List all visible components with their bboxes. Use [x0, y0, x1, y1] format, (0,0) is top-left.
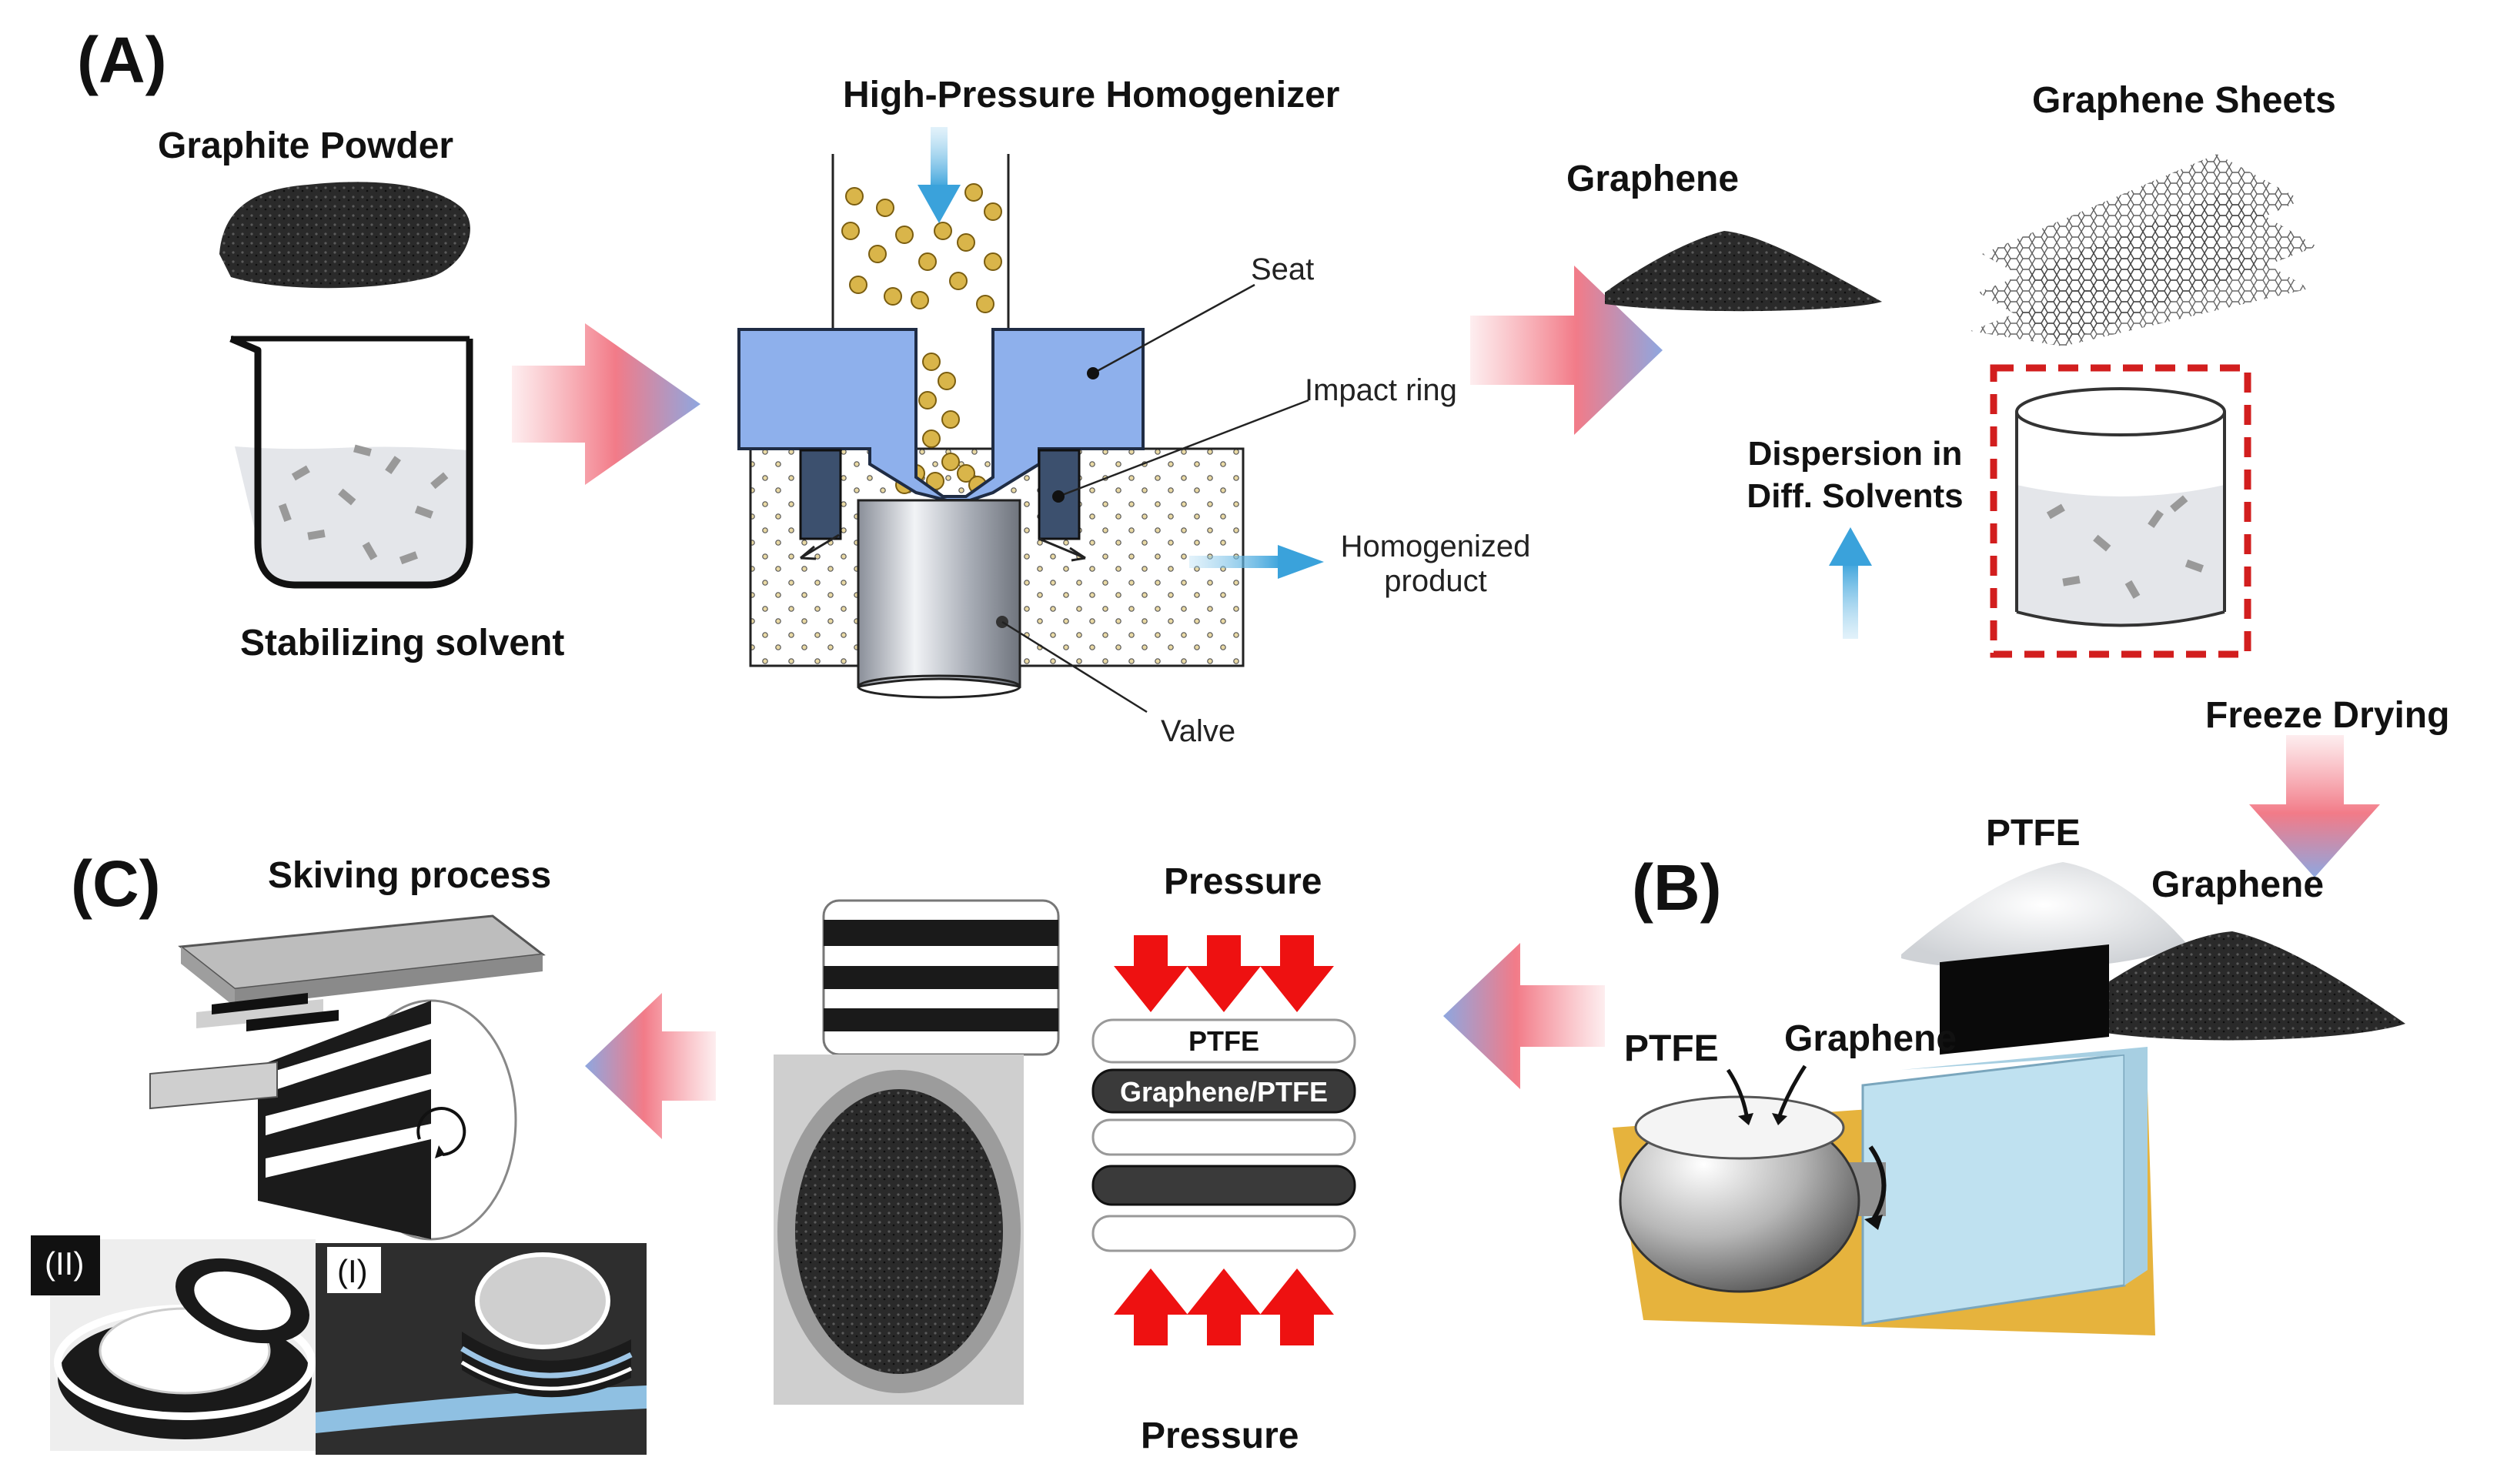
impact-ring-left [799, 449, 842, 540]
graphene-label: Graphene [1566, 159, 1740, 199]
bead [984, 252, 1002, 271]
seat-label: Seat [1251, 252, 1315, 286]
bead [911, 291, 929, 309]
bead [884, 287, 902, 306]
freeze-drying-label: Freeze Drying [2205, 695, 2450, 736]
pressure-arrow-down [1187, 935, 1261, 1012]
graphite-powder-pile [219, 182, 470, 289]
bead [868, 245, 887, 263]
homogenized-product-label-line1: Homogenized [1340, 530, 1531, 563]
pressure-bottom-label: Pressure [1141, 1415, 1299, 1456]
bead [922, 429, 941, 448]
skiving-process-label: Skiving process [268, 855, 552, 896]
impact-ring-label: Impact ring [1305, 373, 1457, 407]
stabilizing-solvent-label: Stabilizing solvent [240, 623, 565, 663]
arrow-to-pressing [1443, 943, 1605, 1089]
bead [957, 233, 975, 252]
arrow-freeze-drying [2249, 735, 2380, 877]
bead [922, 353, 941, 371]
bead [841, 222, 860, 240]
graphene-sheets-stack [1971, 154, 2317, 346]
arrow-to-graphene [1470, 266, 1663, 435]
bead [957, 464, 975, 483]
mold-photo [774, 1055, 1024, 1405]
pressure-stack [1091, 935, 1356, 1345]
photo-ii [31, 1235, 316, 1451]
layer-graphene-ptfe-label: Graphene/PTFE [1119, 1076, 1329, 1108]
graphene-powder-label: Graphene [2151, 864, 2325, 905]
homogenized-product-label-line2: product [1384, 564, 1487, 598]
pressure-arrow-down [1114, 935, 1188, 1012]
graphite-powder-label: Graphite Powder [158, 125, 454, 166]
mill-graphene-label: Graphene [1784, 1018, 1957, 1059]
panel-label-a: (A) [77, 24, 167, 96]
bead [941, 410, 960, 429]
stacked-discs-small [822, 899, 1060, 1056]
bead [895, 226, 914, 244]
bead [934, 222, 952, 240]
graphene-powder-pile [2063, 931, 2405, 1041]
graphene-sheets-label: Graphene Sheets [2032, 80, 2336, 121]
homogenizer-title: High-Pressure Homogenizer [843, 75, 1340, 115]
arrow-to-homogenizer [512, 323, 700, 485]
pressure-arrow-up [1260, 1268, 1334, 1345]
ptfe-powder-pile [1901, 862, 2186, 970]
photo-i-label: (I) [337, 1253, 368, 1289]
dispersion-label-line1: Dispersion in [1747, 435, 1963, 473]
ptfe-powder-label: PTFE [1986, 813, 2081, 854]
panel-label-b: (B) [1632, 851, 1722, 924]
beaker-icon [229, 335, 473, 589]
bead [876, 199, 894, 217]
arrow-to-skiving [585, 993, 716, 1139]
pressure-arrow-up [1114, 1268, 1188, 1345]
mill-ptfe-label: PTFE [1624, 1028, 1719, 1069]
dispersion-vial [1990, 364, 2251, 658]
pressure-arrow-up [1187, 1268, 1261, 1345]
valve-label: Valve [1161, 714, 1236, 748]
bead [938, 372, 956, 390]
dispersion-label-line2: Diff. Solvents [1747, 477, 1964, 515]
bead [976, 295, 994, 313]
panel-label-c: (C) [71, 847, 161, 920]
bead [964, 183, 983, 202]
homogenizer-schematic [737, 127, 1324, 714]
pressure-arrow-down [1260, 935, 1334, 1012]
layer-ptfe-label: PTFE [1188, 1025, 1259, 1057]
arrow-up-dispersion [1843, 562, 1858, 639]
photo-i [316, 1243, 647, 1455]
bead [849, 276, 867, 294]
bead [918, 252, 937, 271]
ball-mill-machine [1613, 944, 2155, 1335]
bead [941, 453, 960, 471]
bead [984, 202, 1002, 221]
skiving-machine [149, 914, 546, 1241]
graphene-pile [1605, 231, 1882, 312]
photo-ii-label: (II) [45, 1245, 85, 1282]
bead [949, 272, 968, 290]
pressure-top-label: Pressure [1164, 861, 1322, 902]
bead [845, 187, 864, 206]
bead [918, 391, 937, 409]
